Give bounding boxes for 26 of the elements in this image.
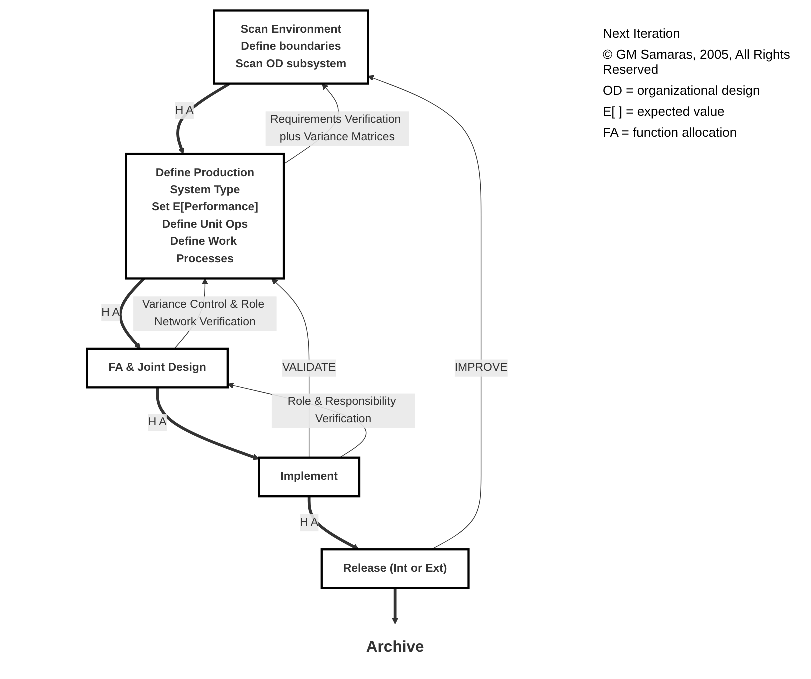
note-text: Next Iteration (603, 26, 682, 41)
note-text: E[ ] = expected value (603, 104, 726, 119)
edge-label: Role & Responsibility Verification (288, 395, 396, 425)
edge-label: H A (102, 306, 120, 318)
arrow (392, 588, 398, 624)
note-text: © GM Samaras, 2005, All Rights Reserved (603, 47, 792, 77)
edge-label: VALIDATE (282, 361, 336, 374)
edge-label: Requirements Verification plus Variance Matrices (270, 113, 402, 143)
node-box: FA & Joint Design (86, 347, 229, 388)
edge-label: Variance Control & Role Network Verification (142, 298, 265, 328)
note-text: OD = organizational design (603, 83, 762, 98)
edge-label: H A (148, 416, 167, 428)
arrow (119, 277, 146, 349)
node-text: Archive (366, 637, 424, 656)
arrow (176, 82, 231, 154)
node-box: Release (Int or Ext) (320, 548, 470, 589)
edge-label: IMPROVE (454, 361, 508, 374)
edge-label: H A (300, 516, 319, 528)
node-box: Scan Environment Define boundaries Scan OD subsystem (213, 9, 370, 84)
node-box: Define Production System Type Set E[Performance] Define Unit Ops Define Work Processes (125, 152, 286, 280)
edge-label: H A (175, 104, 194, 116)
node-box: Implement (258, 456, 361, 498)
arrow (308, 496, 360, 550)
note-text: FA = function allocation (603, 125, 738, 140)
arrow (368, 74, 482, 550)
arrow (156, 387, 260, 460)
